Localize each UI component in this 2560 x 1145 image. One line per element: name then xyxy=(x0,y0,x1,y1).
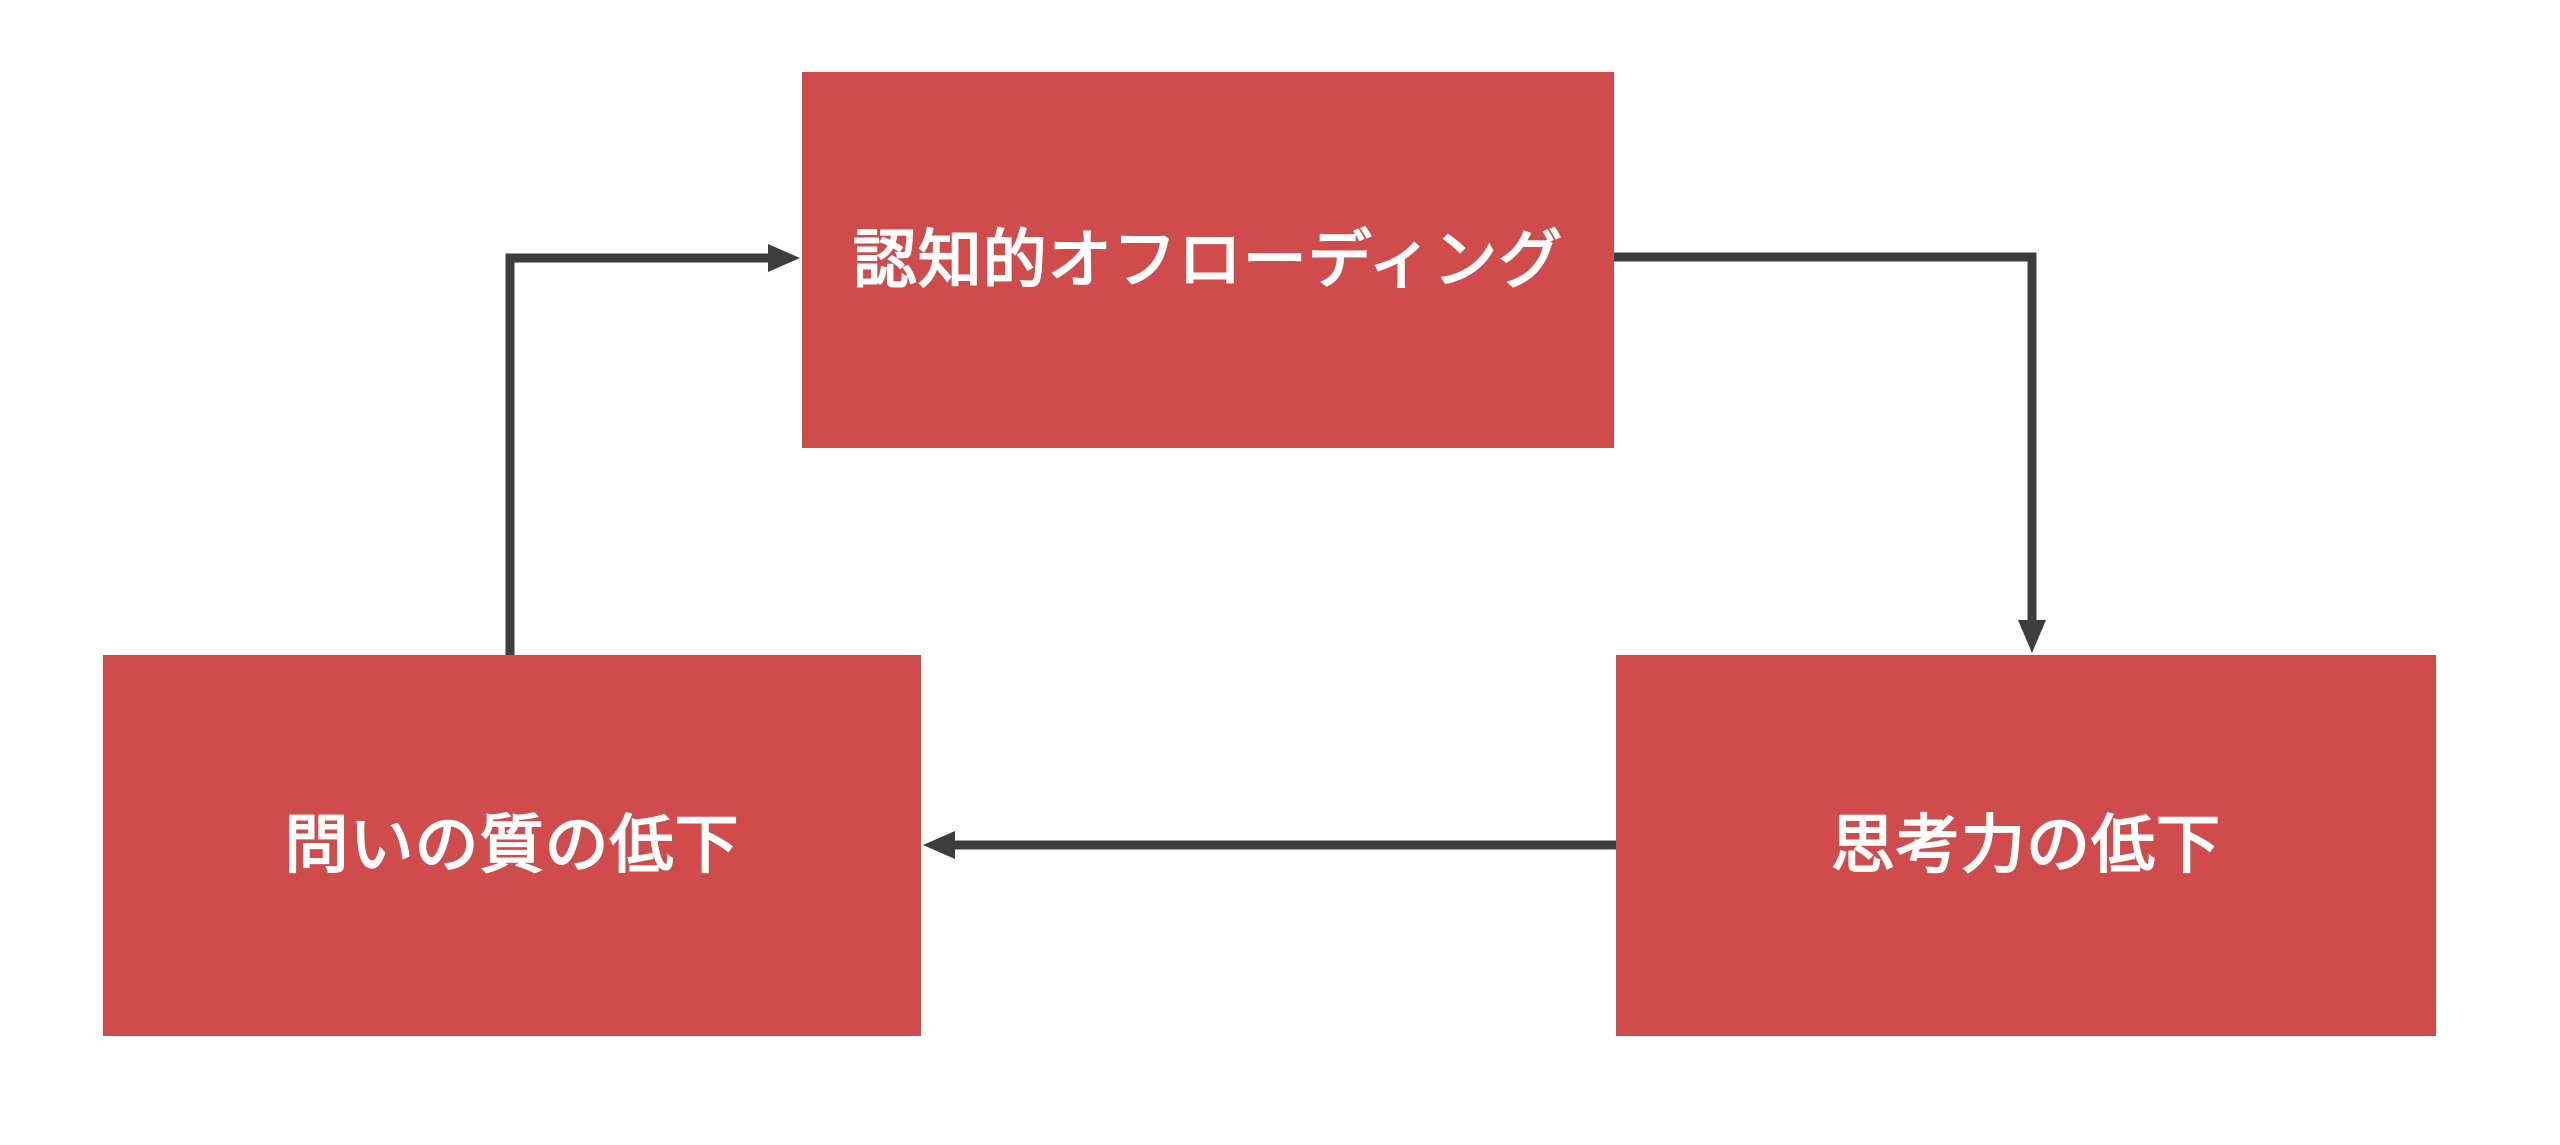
edge-question-to-offloading xyxy=(505,244,800,655)
node-question-quality-decline: 問いの質の低下 xyxy=(103,655,921,1036)
edge-offloading-to-thinking xyxy=(1614,252,2046,653)
node-label-cognitive-offloading: 認知的オフローディング xyxy=(852,223,1564,296)
node-label-question-quality-decline: 問いの質の低下 xyxy=(284,809,740,882)
node-thinking-decline: 思考力の低下 xyxy=(1616,655,2436,1036)
node-cognitive-offloading: 認知的オフローディング xyxy=(802,72,1614,448)
node-label-thinking-decline: 思考力の低下 xyxy=(1831,809,2221,882)
edge-thinking-to-question xyxy=(923,831,1616,859)
